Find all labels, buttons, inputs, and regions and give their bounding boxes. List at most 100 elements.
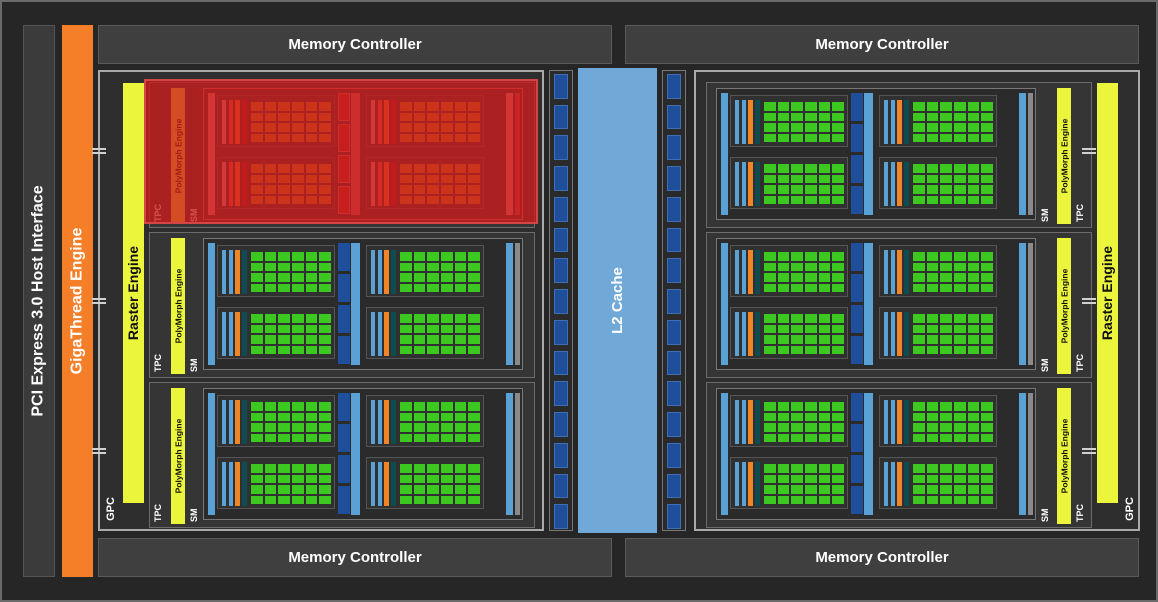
cuda-core (264, 102, 277, 111)
gigathread-label: GigaThread Engine (68, 227, 86, 375)
cuda-core (764, 164, 776, 173)
cuda-core (413, 324, 426, 333)
dispatch-unit (229, 100, 233, 144)
dispatch-unit (742, 400, 746, 444)
cuda-core (319, 174, 331, 183)
cuda-core-grid (251, 252, 331, 292)
crossbar-block (667, 319, 681, 345)
cuda-core (832, 423, 844, 432)
crossbar-block (554, 227, 568, 253)
cuda-core (251, 195, 263, 204)
cuda-core (791, 485, 803, 494)
cuda-core (805, 164, 817, 173)
cuda-core (251, 474, 263, 483)
cuda-core (791, 185, 803, 194)
cuda-core (441, 273, 453, 282)
register-file (884, 400, 888, 444)
cuda-core (468, 185, 480, 194)
cuda-core (278, 164, 290, 173)
cuda-core (926, 112, 939, 121)
sm-edge-bar (1019, 93, 1026, 215)
cuda-core (400, 273, 412, 282)
cuda-core (967, 485, 980, 494)
sm-partition (217, 395, 335, 447)
cuda-core (981, 252, 993, 261)
cuda-core (981, 345, 993, 354)
cuda-core (913, 252, 925, 261)
cuda-core (926, 345, 939, 354)
cuda-core (400, 474, 412, 483)
cuda-core (400, 485, 412, 494)
dispatch-unit (742, 312, 746, 356)
cuda-core (764, 273, 776, 282)
cuda-core (805, 433, 817, 442)
warp-scheduler (748, 100, 753, 144)
crossbar-block (554, 135, 568, 161)
raster-engine: Raster Engine (123, 83, 144, 503)
instruction-buffer (242, 312, 247, 356)
cuda-core-grid (913, 164, 993, 204)
cuda-core (791, 174, 803, 183)
cuda-core (764, 324, 776, 333)
sm-partition (366, 157, 484, 209)
cuda-core (967, 112, 980, 121)
cuda-core (427, 123, 439, 132)
cuda-core (777, 495, 790, 504)
cuda-core (940, 283, 952, 292)
sm-partition (366, 245, 484, 297)
cuda-core (264, 495, 277, 504)
cuda-core (913, 423, 925, 432)
memory-controller-top-left: Memory Controller (98, 25, 612, 64)
raster-engine: Raster Engine (1097, 83, 1118, 503)
cuda-core (454, 262, 467, 271)
crossbar-block (667, 381, 681, 407)
cuda-core-grid (251, 102, 331, 142)
warp-scheduler (235, 162, 240, 206)
streaming-multiprocessor (203, 238, 523, 370)
register-file (884, 250, 888, 294)
cuda-core (441, 314, 453, 323)
cuda-core (913, 314, 925, 323)
cuda-core (454, 412, 467, 421)
cuda-core (832, 345, 844, 354)
sm-partition (366, 95, 484, 147)
sm-edge-bar (515, 243, 520, 365)
cuda-core (468, 133, 480, 142)
cuda-core (967, 474, 980, 483)
cuda-core (940, 423, 952, 432)
cuda-core (954, 102, 966, 111)
cuda-core (264, 283, 277, 292)
cuda-core (319, 345, 331, 354)
cuda-core (967, 283, 980, 292)
cuda-core (400, 102, 412, 111)
cuda-core (805, 324, 817, 333)
cuda-core (981, 423, 993, 432)
cuda-core (454, 314, 467, 323)
cuda-core (264, 402, 277, 411)
cuda-core (292, 345, 304, 354)
cuda-core (454, 273, 467, 282)
load-store-unit (338, 424, 350, 452)
cuda-core (305, 174, 318, 183)
instruction-buffer (755, 312, 760, 356)
instruction-buffer (391, 162, 396, 206)
cuda-core (427, 495, 439, 504)
cuda-core (305, 495, 318, 504)
cuda-core (967, 102, 980, 111)
arrow-icon (1082, 446, 1096, 456)
crossbar-block (554, 442, 568, 468)
cuda-core (926, 102, 939, 111)
sm-partition (730, 457, 848, 509)
cuda-core (805, 112, 817, 121)
cuda-core (940, 324, 952, 333)
cuda-core (777, 283, 790, 292)
cuda-core (264, 324, 277, 333)
cuda-core (264, 262, 277, 271)
cuda-core (251, 324, 263, 333)
cuda-core (278, 252, 290, 261)
instruction-buffer (391, 250, 396, 294)
cuda-core (981, 102, 993, 111)
cuda-core (278, 273, 290, 282)
